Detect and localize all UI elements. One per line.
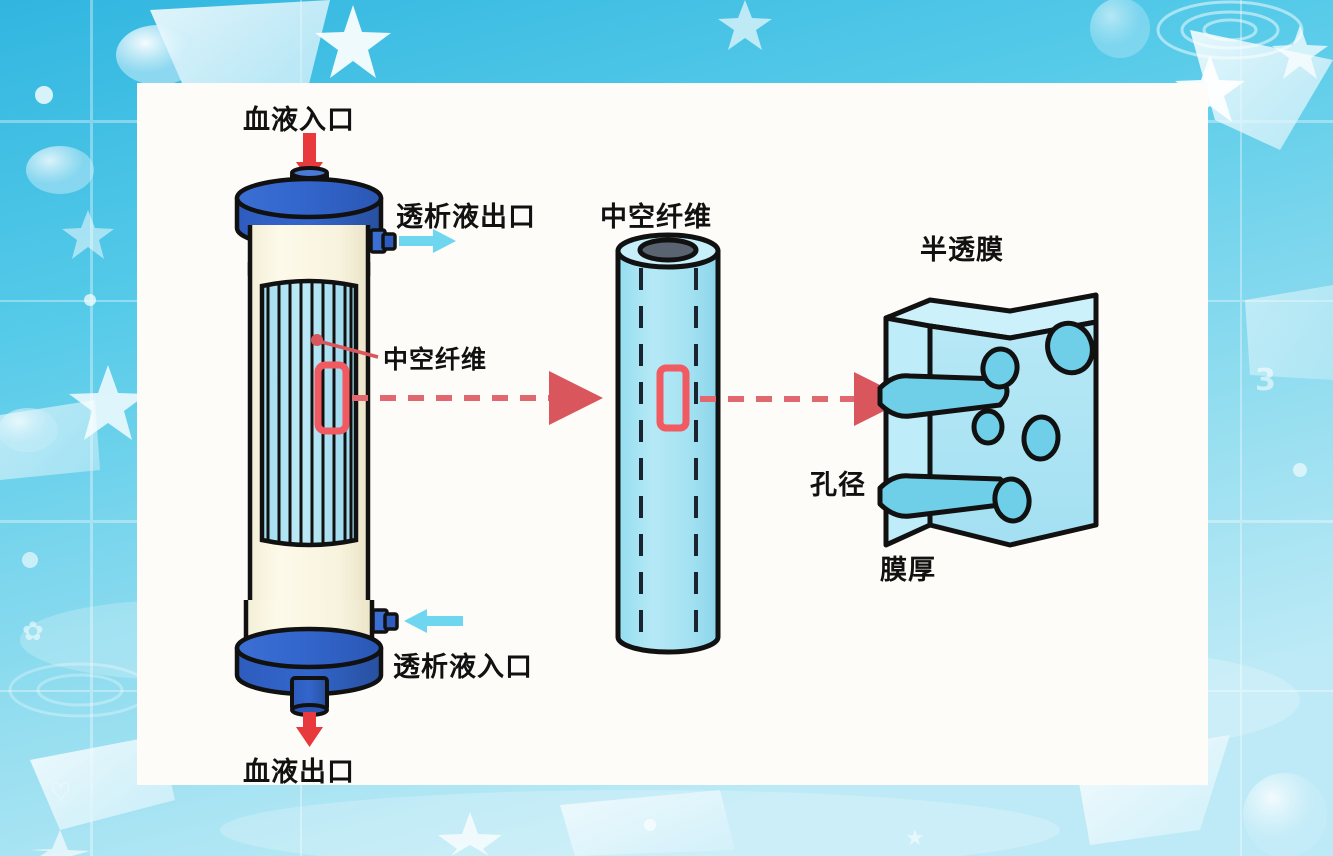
label-membrane-thickness: 膜厚 bbox=[880, 555, 936, 586]
label-blood-outlet: 血液出口 bbox=[243, 757, 355, 788]
dialysate-outlet-port bbox=[369, 228, 397, 254]
dialyzer-assembly bbox=[234, 133, 463, 747]
upper-pore-channel bbox=[877, 373, 1010, 419]
fiber-lumen bbox=[637, 237, 699, 263]
hollow-fiber-tube bbox=[615, 232, 721, 655]
svg-text:★: ★ bbox=[905, 826, 925, 851]
label-blood-inlet: 血液入口 bbox=[243, 105, 355, 136]
label-dialysate-inlet: 透析液入口 bbox=[393, 652, 533, 683]
label-pore-diameter: 孔径 bbox=[810, 470, 866, 501]
svg-text:♡: ♡ bbox=[50, 778, 72, 806]
zoom-box-fiber bbox=[656, 364, 690, 432]
label-hollow-fiber-callout: 中空纤维 bbox=[383, 345, 488, 374]
label-hollow-fiber-title: 中空纤维 bbox=[600, 202, 712, 233]
blood-outlet-port bbox=[290, 676, 329, 717]
svg-text:✿: ✿ bbox=[22, 617, 44, 647]
dialysate-inlet-arrow bbox=[404, 609, 463, 633]
fiber-bundle bbox=[259, 278, 359, 548]
membrane-block bbox=[877, 292, 1099, 548]
label-dialysate-outlet: 透析液出口 bbox=[396, 202, 536, 233]
blood-outlet-arrow bbox=[296, 712, 323, 747]
membrane-pores bbox=[971, 320, 1095, 524]
zoom-box-dialyzer bbox=[314, 361, 350, 435]
dialysate-inlet-port bbox=[371, 608, 399, 634]
dialysate-outlet-arrow bbox=[399, 229, 456, 253]
hollow-fiber-leader bbox=[311, 334, 379, 359]
svg-text:3: 3 bbox=[1255, 363, 1276, 398]
label-semipermeable-membrane: 半透膜 bbox=[920, 235, 1004, 266]
